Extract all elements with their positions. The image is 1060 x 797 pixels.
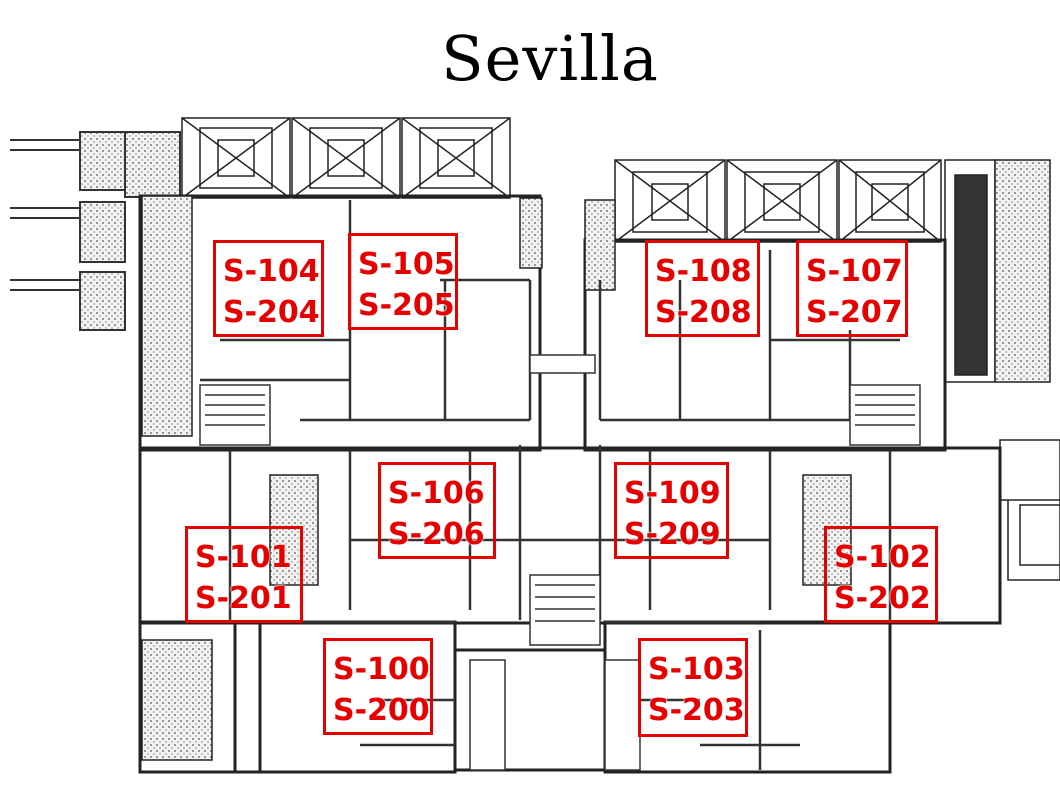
unit-label-line1: S-101 — [195, 540, 292, 575]
unit-label-line2: S-208 — [655, 295, 752, 330]
planters — [141, 195, 852, 761]
unit-label-line2: S-202 — [834, 581, 931, 616]
right-stairs — [944, 159, 1060, 501]
roof-vents-left — [181, 117, 511, 199]
unit-label-s105: S-105 S-205 — [348, 233, 458, 330]
unit-label-s108: S-108 S-208 — [645, 240, 760, 337]
unit-label-line1: S-108 — [655, 254, 752, 289]
unit-label-s101: S-101 S-201 — [185, 526, 303, 623]
unit-label-s104: S-104 S-204 — [213, 240, 324, 337]
left-entrance — [10, 131, 181, 331]
unit-label-line2: S-204 — [223, 295, 320, 330]
unit-label-line1: S-104 — [223, 254, 320, 289]
unit-label-s103: S-103 S-203 — [638, 638, 748, 737]
unit-label-s106: S-106 S-206 — [378, 462, 496, 559]
unit-label-line2: S-206 — [388, 517, 485, 552]
unit-label-line1: S-107 — [806, 254, 903, 289]
unit-label-line1: S-109 — [624, 476, 721, 511]
unit-label-line2: S-203 — [648, 693, 745, 728]
unit-label-s109: S-109 S-209 — [614, 462, 729, 559]
unit-label-line1: S-102 — [834, 540, 931, 575]
unit-label-line2: S-209 — [624, 517, 721, 552]
unit-label-s107: S-107 S-207 — [796, 240, 908, 337]
unit-label-line2: S-205 — [358, 288, 455, 323]
unit-label-line2: S-200 — [333, 693, 430, 728]
unit-label-s100: S-100 S-200 — [323, 638, 433, 735]
unit-label-line2: S-201 — [195, 581, 292, 616]
plan-title: Sevilla — [441, 22, 659, 95]
unit-label-line1: S-100 — [333, 652, 430, 687]
unit-label-s102: S-102 S-202 — [824, 526, 938, 623]
unit-label-line1: S-106 — [388, 476, 485, 511]
stair-blocks — [199, 354, 921, 771]
unit-label-line1: S-105 — [358, 247, 455, 282]
unit-label-line2: S-207 — [806, 295, 903, 330]
unit-label-line1: S-103 — [648, 652, 745, 687]
